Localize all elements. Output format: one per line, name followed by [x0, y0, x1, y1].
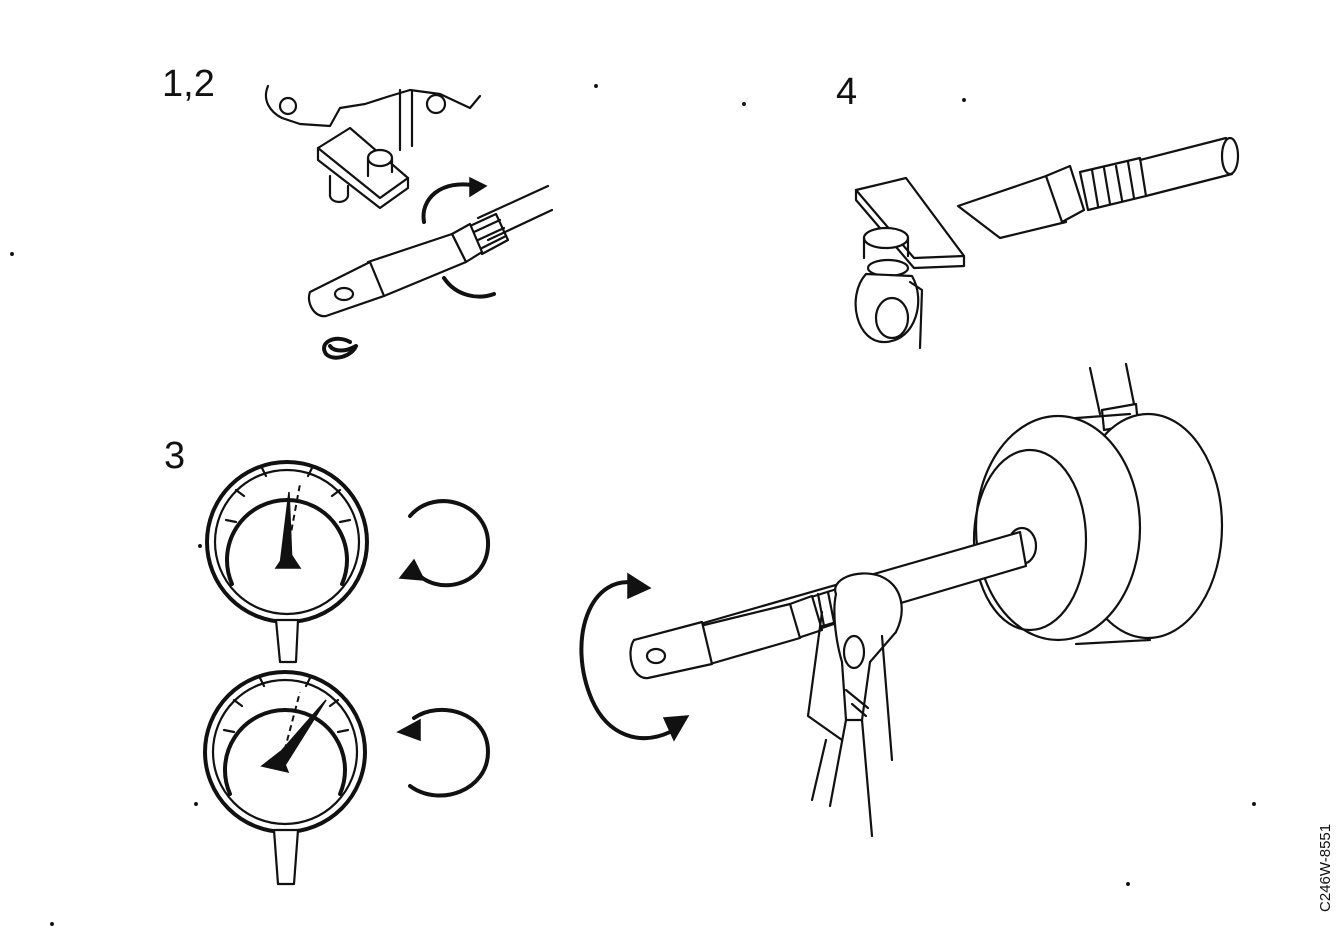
step-label-3: 3 [164, 435, 185, 477]
adjuster-sleeve-step4 [956, 172, 1068, 240]
step-3-gauges [203, 460, 491, 886]
rod-eye-step4 [854, 272, 920, 344]
rod-end-cap [1220, 136, 1240, 176]
print-specks [10, 84, 1256, 926]
needle-hub [260, 750, 290, 774]
pin-stub [328, 174, 350, 204]
arrowhead [398, 558, 426, 581]
wastegate-actuator-illustration [579, 362, 1224, 838]
pivot-pin [366, 148, 394, 168]
step-label-1-2: 1,2 [162, 63, 215, 105]
eye-hole-step4 [874, 296, 910, 340]
adjuster-sleeve-main [698, 602, 802, 666]
actuator-rod [476, 184, 554, 242]
actuator-canister-front [974, 414, 1142, 642]
rotation-arrow-main [579, 580, 672, 741]
pivot-pin-step4 [862, 226, 910, 250]
retaining-clip [322, 336, 358, 360]
gauge-needle-reference [281, 691, 301, 761]
rotation-arrow-top [421, 182, 480, 224]
bracket-hole-left [278, 96, 298, 116]
step-4-illustration [854, 136, 1240, 350]
pressure-gauge-upper [205, 460, 369, 664]
lock-nut-step4 [1044, 164, 1086, 224]
rotation-arrow-bottom [442, 276, 496, 299]
step-label-4: 4 [836, 71, 857, 113]
step-1-2-illustration [264, 84, 554, 360]
rotation-arrow-clockwise-upper [408, 499, 491, 588]
wrench-handle [828, 634, 894, 838]
rod-thread-step4 [1078, 156, 1148, 212]
mounting-plate [316, 126, 410, 200]
lever-arm [398, 88, 414, 152]
eye-hole [333, 286, 355, 302]
arrowhead-bottom [662, 715, 690, 742]
actuator-rod-step4 [1138, 136, 1234, 198]
rotation-arrow-lower [408, 707, 490, 798]
arrowhead [469, 176, 488, 198]
pressure-gauge-lower [203, 670, 367, 886]
canister-face [972, 448, 1088, 632]
arrowhead-top [627, 572, 652, 600]
eye-hole-main [645, 647, 667, 665]
open-end-wrench [833, 572, 903, 722]
gauge-needle-reference [285, 483, 301, 561]
rod-eye-main [629, 620, 714, 680]
gauge-stem [274, 618, 300, 664]
reference-code: C246W-8551 [1317, 824, 1334, 912]
arrowhead [396, 718, 421, 742]
needle-hub [274, 548, 302, 569]
wrench-hole [842, 634, 866, 670]
gauge-scale [225, 498, 349, 586]
lever-bracket [264, 84, 482, 128]
gauge-stem [272, 828, 300, 886]
wrench-handle-shadow [806, 610, 844, 742]
bracket-hole-right [425, 93, 447, 115]
gauge-scale [223, 708, 347, 796]
